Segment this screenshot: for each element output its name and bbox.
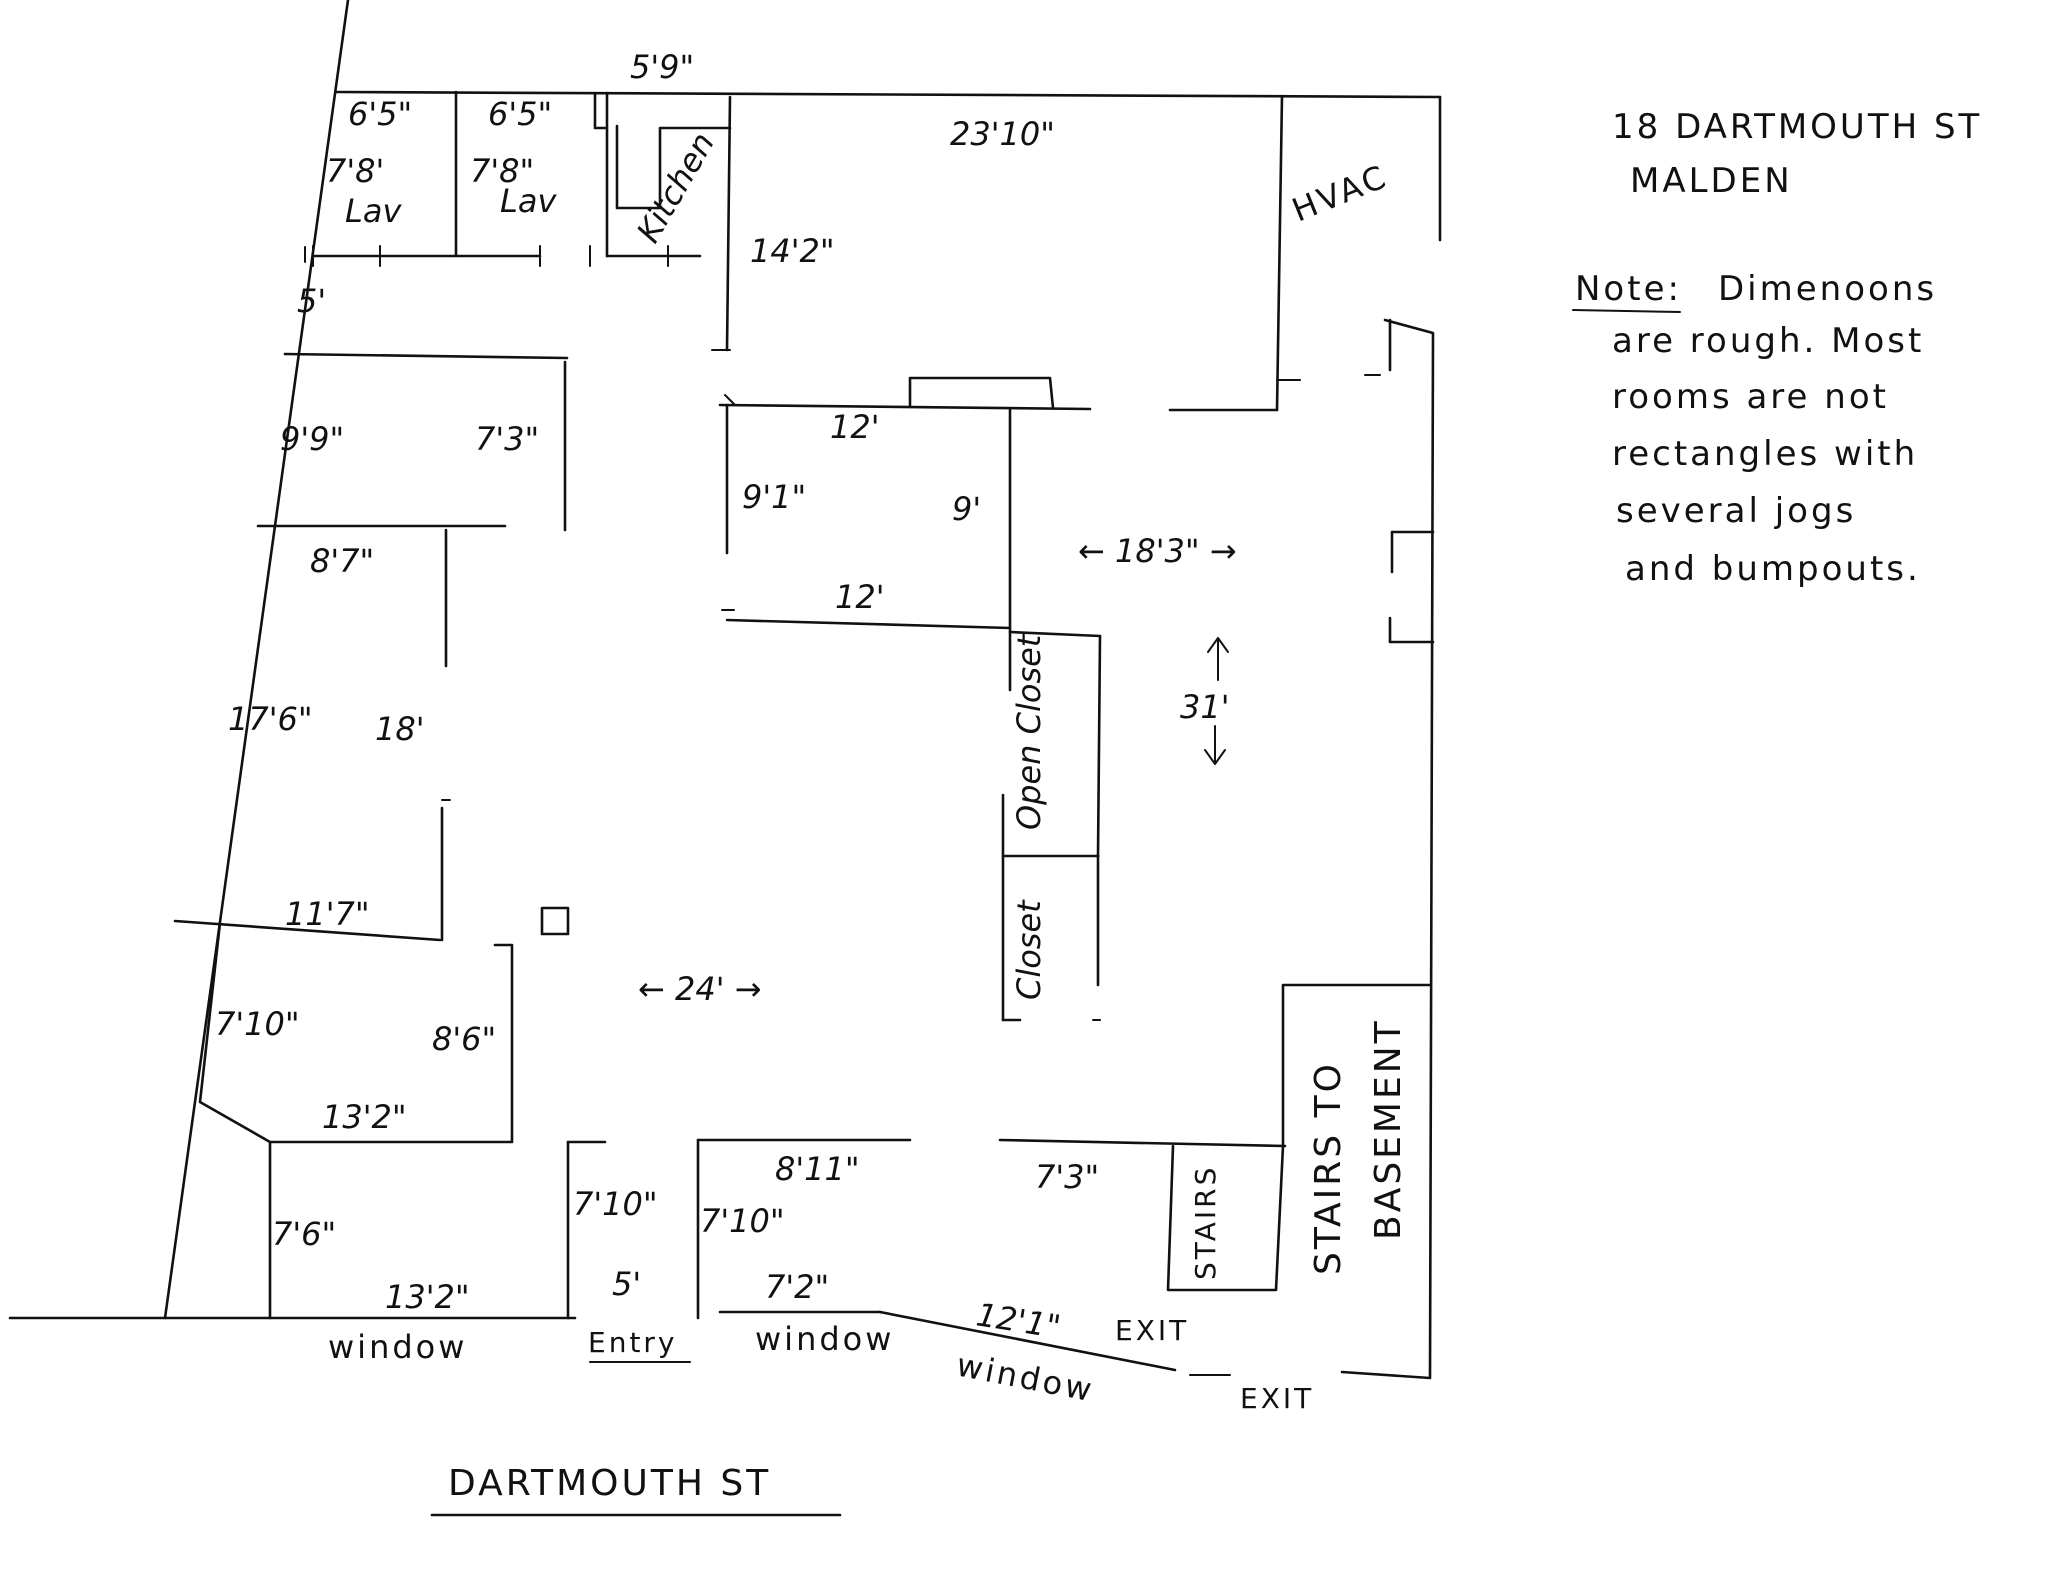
dim-5-9: 5'9" <box>630 48 694 86</box>
tick-upper-left <box>724 394 736 406</box>
dim-7-6: 7'6" <box>272 1215 336 1253</box>
window-label-3: window <box>953 1346 1097 1410</box>
dim-9: 9' <box>952 490 981 528</box>
note-underline <box>1572 309 1681 313</box>
note-line-1: Dimenoons <box>1718 269 1937 309</box>
lav-label-2: Lav <box>500 182 557 220</box>
kitchen-counter <box>615 124 732 210</box>
window-wall-2 <box>878 1310 1177 1372</box>
dim-13-2-a: 13'2" <box>322 1098 407 1136</box>
stairs-box <box>1166 1144 1285 1292</box>
note-line-5: several jogs <box>1616 491 1856 531</box>
fireplace <box>908 376 1055 410</box>
closet-top <box>1008 630 1102 638</box>
left-exterior-wall <box>163 0 350 1320</box>
exit-label-1: EXIT <box>1115 1314 1189 1347</box>
note-line-3: rooms are not <box>1612 377 1889 417</box>
note-line-6: and bumpouts. <box>1625 549 1921 589</box>
dim-6-5-a: 6'5" <box>348 95 412 133</box>
dim-7-10-a: 7'10" <box>215 1005 300 1043</box>
arrow-31-down-head <box>1204 749 1226 765</box>
hvac-label: HVAC <box>1287 157 1394 230</box>
address-block: 18 DARTMOUTH ST MALDEN <box>1612 107 1982 201</box>
kitchen-right-wall <box>725 95 732 352</box>
arrows <box>1204 637 1229 765</box>
address-line-2: MALDEN <box>1630 161 1793 201</box>
dim-7-3-b: 7'3" <box>1035 1158 1099 1196</box>
column-square <box>540 906 570 936</box>
closet-label: Closet <box>1010 899 1048 1000</box>
dim-18-3: ← 18'3" → <box>1078 532 1237 570</box>
kitchen-label: Kitchen <box>629 126 722 249</box>
front-room-top-right <box>998 1138 1287 1148</box>
address-line-1: 18 DARTMOUTH ST <box>1612 107 1982 147</box>
window-label-2: window <box>755 1320 894 1358</box>
window-label-1: window <box>328 1328 467 1366</box>
dim-7-8-b: 7'8" <box>470 152 534 190</box>
hvac-left-wall <box>1275 94 1284 412</box>
dim-13-2-b: 13'2" <box>385 1278 470 1316</box>
dim-8-7: 8'7" <box>310 542 374 580</box>
dim-31: 31' <box>1180 688 1230 726</box>
basement-label: BASEMENT <box>1368 1018 1409 1240</box>
dim-7-10-b: 7'10" <box>573 1185 658 1223</box>
dim-5-entry: 5' <box>612 1265 641 1303</box>
room1-top-wall <box>283 352 569 360</box>
dim-7-2: 7'2" <box>765 1268 829 1306</box>
dim-8-11: 8'11" <box>775 1150 860 1188</box>
entry-label: Entry <box>588 1326 678 1359</box>
dim-12-1: 12'1" <box>974 1295 1063 1346</box>
dim-7-3-a: 7'3" <box>475 420 539 458</box>
note-line-4: rectangles with <box>1612 434 1918 474</box>
note-prefix: Note: <box>1575 269 1682 309</box>
dim-9-1: 9'1" <box>742 478 806 516</box>
stairs-to-label: STAIRS TO <box>1308 1061 1349 1275</box>
open-closet-label: Open Closet <box>1010 633 1048 830</box>
dim-7-10-c: 7'10" <box>700 1202 785 1240</box>
arrow-31-up-head <box>1207 637 1229 653</box>
walls <box>8 0 1442 1380</box>
dim-24: ← 24' → <box>638 970 761 1008</box>
dim-11-7: 11'7" <box>285 895 370 933</box>
note-block: Note: Dimenoons are rough. Most rooms ar… <box>1572 269 1937 589</box>
dim-8-6: 8'6" <box>432 1020 496 1058</box>
room3-wall <box>198 921 514 1144</box>
note-line-2: are rough. Most <box>1612 321 1924 361</box>
top-exterior-wall <box>335 90 1442 99</box>
dim-5: 5' <box>297 282 326 320</box>
middle-room-bottom-wall <box>725 618 1012 630</box>
dim-12-a: 12' <box>830 408 880 446</box>
dim-17-6: 17'6" <box>228 700 313 738</box>
basement-stairs-box <box>1281 983 1432 1148</box>
exit-label-2: EXIT <box>1240 1382 1314 1415</box>
dim-6-5-b: 6'5" <box>488 95 552 133</box>
lav-label-1: Lav <box>345 192 402 230</box>
open-closet-right <box>1096 634 1102 858</box>
dim-14-2: 14'2" <box>750 232 835 270</box>
dim-18: 18' <box>375 710 425 748</box>
kitchen-stub <box>593 92 609 130</box>
right-jog-3 <box>1388 616 1435 644</box>
stairs-label: STAIRS <box>1189 1165 1222 1280</box>
dim-23-10: 23'10" <box>950 115 1055 153</box>
street-label: DARTMOUTH ST <box>448 1463 771 1504</box>
middle-room-top-wall <box>718 403 1092 411</box>
dim-7-8-a: 7'8' <box>326 152 384 190</box>
dim-12-b: 12' <box>835 578 885 616</box>
dim-9-9: 9'9" <box>280 420 344 458</box>
right-exterior-wall <box>1340 318 1435 1380</box>
